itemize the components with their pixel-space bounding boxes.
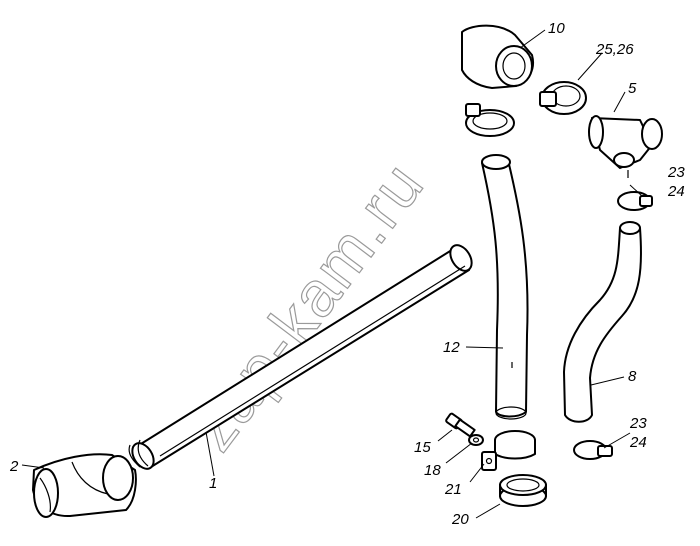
clamp-part-23-24-upper <box>617 191 653 211</box>
clamp-upper <box>465 103 515 137</box>
label-15: 15 <box>414 439 431 456</box>
label-24-lower: 24 <box>629 434 647 451</box>
leader-lines <box>21 29 643 519</box>
clamp-part-25-26 <box>539 81 587 115</box>
elbow-hose-part-10 <box>461 24 534 89</box>
label-1: 1 <box>209 475 217 492</box>
label-20: 20 <box>451 511 469 528</box>
label-23-lower: 23 <box>629 415 647 432</box>
label-8: 8 <box>628 368 637 385</box>
label-5: 5 <box>628 80 637 97</box>
bolt-part-15 <box>445 412 476 438</box>
label-23-upper: 23 <box>667 164 685 181</box>
label-21: 21 <box>444 481 462 498</box>
label-18: 18 <box>424 462 441 479</box>
sleeve-part-20 <box>499 474 547 507</box>
label-12: 12 <box>443 339 460 356</box>
label-10: 10 <box>548 20 565 37</box>
label-2: 2 <box>9 458 19 475</box>
tube-part-12 <box>481 154 529 420</box>
pipe-part-1 <box>128 244 473 470</box>
bracket-part-21 <box>481 430 536 471</box>
hose-part-8 <box>563 221 643 423</box>
elbow-part-2 <box>32 453 137 518</box>
tee-fitting-part-5 <box>588 115 663 178</box>
washer-part-18 <box>468 434 484 446</box>
label-24-upper: 24 <box>667 183 685 200</box>
label-25-26: 25,26 <box>595 41 634 58</box>
clamp-part-23-24-lower <box>573 440 613 460</box>
